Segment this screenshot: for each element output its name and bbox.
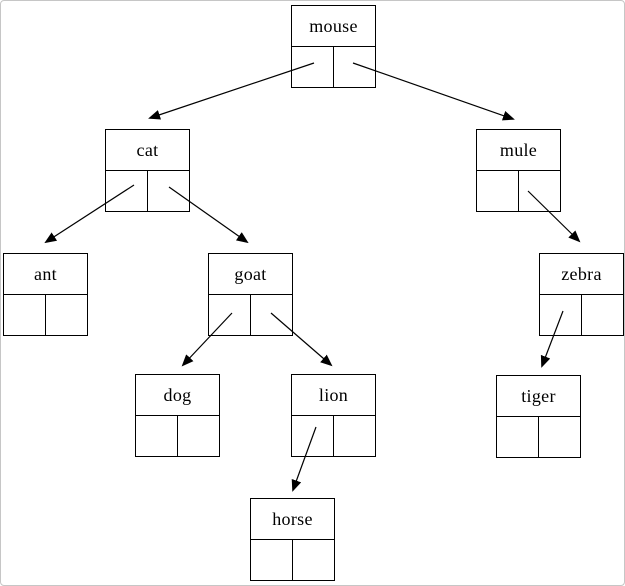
node-mouse-label: mouse: [292, 6, 375, 47]
node-dog-right-pointer-cell: [178, 416, 219, 456]
node-lion-pointers: [292, 416, 375, 456]
node-mouse: mouse: [291, 5, 376, 88]
node-tiger-left-pointer-cell: [497, 417, 539, 457]
node-horse-left-pointer-cell: [251, 540, 293, 580]
node-mouse-left-pointer-cell: [292, 47, 334, 87]
node-zebra-label: zebra: [540, 254, 623, 295]
node-goat: goat: [208, 253, 293, 336]
node-cat-pointers: [106, 171, 189, 211]
node-ant-left-pointer-cell: [4, 295, 46, 335]
node-mule-label: mule: [477, 130, 560, 171]
node-mule-left-pointer-cell: [477, 171, 519, 211]
node-cat-label: cat: [106, 130, 189, 171]
node-tiger-right-pointer-cell: [539, 417, 580, 457]
node-dog: dog: [135, 374, 220, 457]
node-tiger-label: tiger: [497, 376, 580, 417]
node-dog-label: dog: [136, 375, 219, 416]
node-ant-pointers: [4, 295, 87, 335]
node-dog-pointers: [136, 416, 219, 456]
node-zebra-left-pointer-cell: [540, 295, 582, 335]
node-cat-left-pointer-cell: [106, 171, 148, 211]
node-tiger: tiger: [496, 375, 581, 458]
node-lion-label: lion: [292, 375, 375, 416]
node-goat-left-pointer-cell: [209, 295, 251, 335]
edge-mouse-mule: [352, 62, 515, 121]
node-zebra-right-pointer-cell: [582, 295, 623, 335]
node-horse-right-pointer-cell: [293, 540, 334, 580]
node-lion-left-pointer-cell: [292, 416, 334, 456]
node-cat: cat: [105, 129, 190, 212]
node-cat-right-pointer-cell: [148, 171, 189, 211]
node-ant-right-pointer-cell: [46, 295, 87, 335]
node-zebra-pointers: [540, 295, 623, 335]
node-tiger-pointers: [497, 417, 580, 457]
node-goat-label: goat: [209, 254, 292, 295]
node-horse-label: horse: [251, 499, 334, 540]
edge-mouse-cat: [148, 62, 315, 120]
node-dog-left-pointer-cell: [136, 416, 178, 456]
node-horse-pointers: [251, 540, 334, 580]
node-mule: mule: [476, 129, 561, 212]
node-mouse-right-pointer-cell: [334, 47, 375, 87]
node-ant-label: ant: [4, 254, 87, 295]
node-goat-pointers: [209, 295, 292, 335]
node-mule-pointers: [477, 171, 560, 211]
node-lion-right-pointer-cell: [334, 416, 375, 456]
node-mule-right-pointer-cell: [519, 171, 560, 211]
node-ant: ant: [3, 253, 88, 336]
node-mouse-pointers: [292, 47, 375, 87]
node-zebra: zebra: [539, 253, 624, 336]
node-lion: lion: [291, 374, 376, 457]
node-horse: horse: [250, 498, 335, 581]
node-goat-right-pointer-cell: [251, 295, 292, 335]
